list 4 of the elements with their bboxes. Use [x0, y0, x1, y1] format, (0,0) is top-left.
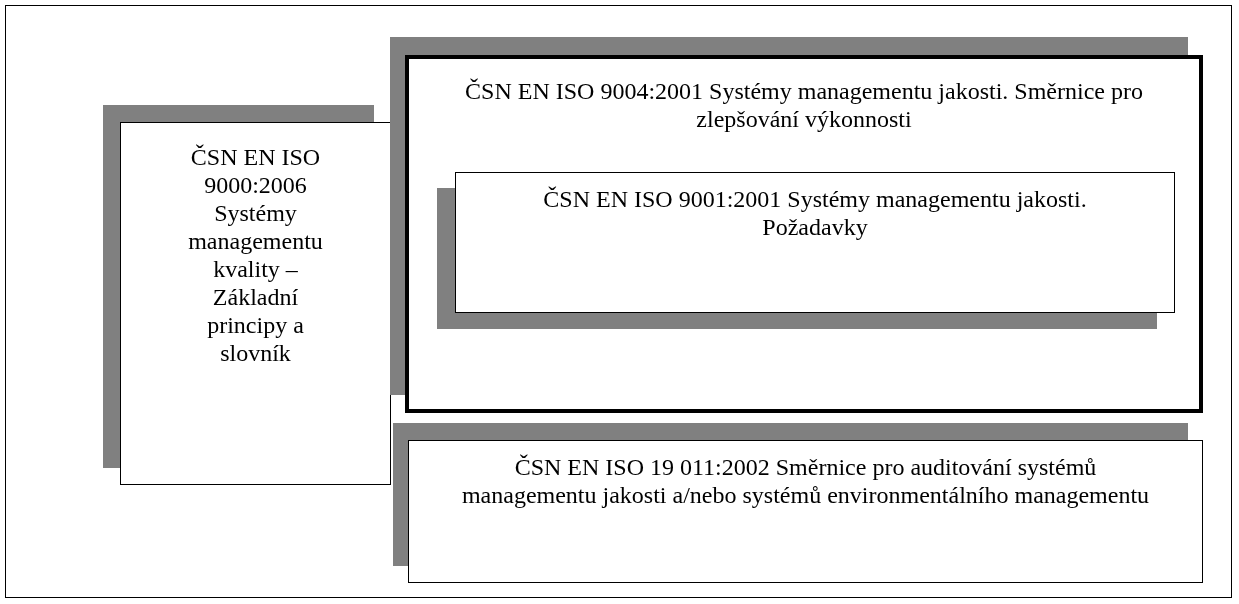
standard-title: ČSN EN ISO 9000:2006 Systémy managementu kvality – Základní principy a slovník — [187, 143, 324, 367]
standard-title: ČSN EN ISO 9004:2001 Systémy managementu jakosti. Směrnice pro zlepšování výkonnosti — [464, 77, 1144, 133]
standard-title: ČSN EN ISO 19 011:2002 Směrnice pro auditování systémů managementu jakosti a/nebo systémů environmentálního managementu — [460, 453, 1151, 509]
standard-title: ČSN EN ISO 9001:2001 Systémy managementu jakosti. Požadavky — [542, 185, 1088, 241]
